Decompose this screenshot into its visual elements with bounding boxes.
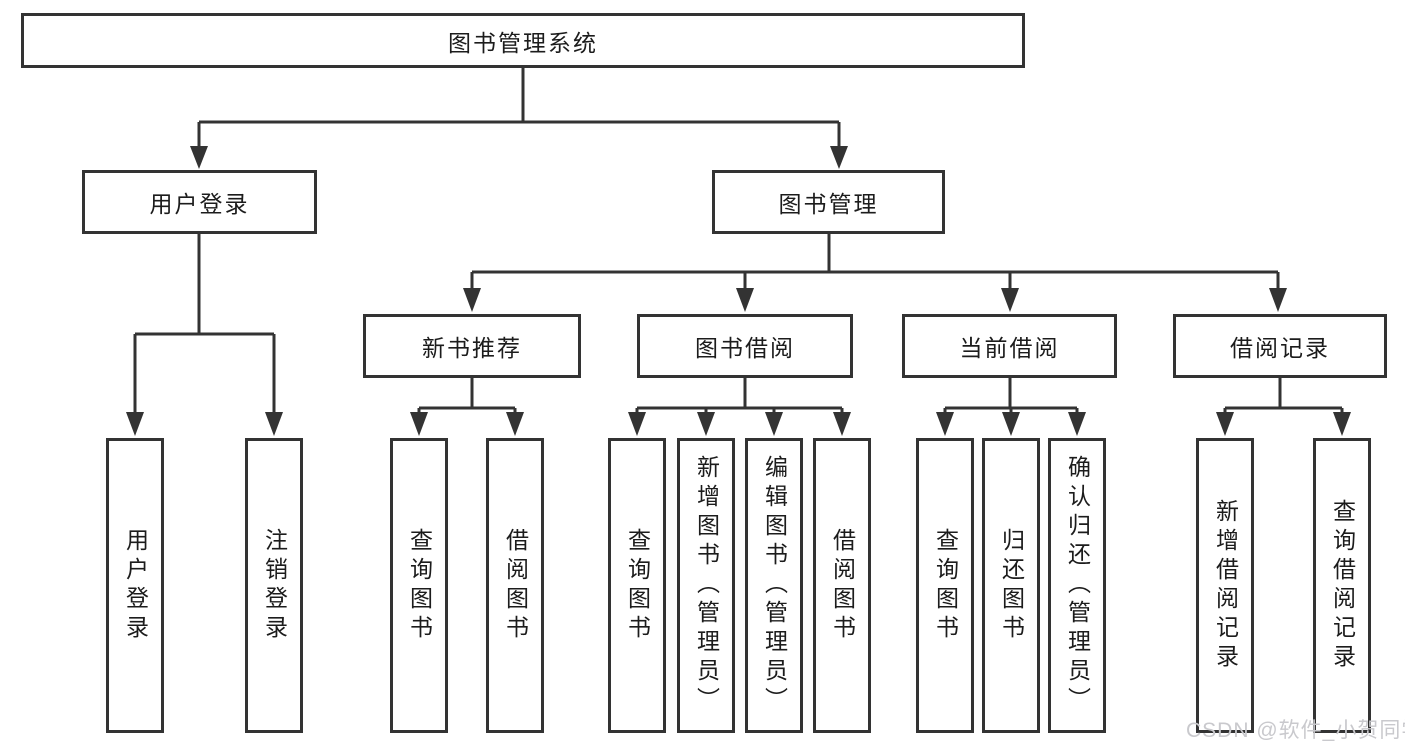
leaf-label: 新增图书（管理员） — [693, 455, 720, 716]
node-current-borrow: 当前借阅 — [902, 314, 1117, 378]
leaf-confirm-return-admin: 确认归还（管理员） — [1048, 438, 1106, 733]
node-label: 当前借阅 — [959, 335, 1060, 361]
leaf-label: 查询图书 — [406, 527, 433, 644]
leaf-label: 编辑图书（管理员） — [761, 455, 788, 716]
node-book-borrow: 图书借阅 — [637, 314, 853, 378]
leaf-label: 归还图书 — [998, 527, 1025, 644]
leaf-edit-book-admin: 编辑图书（管理员） — [745, 438, 803, 733]
node-book-management: 图书管理 — [712, 170, 945, 234]
node-label: 图书管理系统 — [448, 29, 598, 56]
node-user-login: 用户登录 — [82, 170, 317, 234]
leaf-label: 查询借阅记录 — [1329, 498, 1356, 673]
node-root: 图书管理系统 — [21, 13, 1025, 68]
leaf-return-book: 归还图书 — [982, 438, 1040, 733]
leaf-label: 查询图书 — [932, 527, 959, 644]
leaf-user-login: 用户登录 — [106, 438, 164, 733]
leaf-logout: 注销登录 — [245, 438, 303, 733]
leaf-label: 新增借阅记录 — [1212, 498, 1239, 673]
leaf-query-books-recommend: 查询图书 — [390, 438, 448, 733]
leaf-add-book-admin: 新增图书（管理员） — [677, 438, 735, 733]
node-label: 图书借阅 — [695, 335, 795, 361]
leaf-borrow-books-recommend: 借阅图书 — [486, 438, 544, 733]
leaf-borrow-books-borrow: 借阅图书 — [813, 438, 871, 733]
node-label: 新书推荐 — [422, 335, 522, 361]
leaf-query-borrow-record: 查询借阅记录 — [1313, 438, 1371, 733]
leaf-label: 注销登录 — [261, 527, 288, 644]
leaf-label: 借阅图书 — [829, 527, 856, 644]
node-label: 借阅记录 — [1230, 335, 1330, 361]
leaf-label: 用户登录 — [122, 527, 149, 644]
leaf-label: 确认归还（管理员） — [1064, 455, 1091, 716]
leaf-label: 借阅图书 — [502, 527, 529, 644]
node-label: 图书管理 — [778, 191, 879, 217]
leaf-add-borrow-record: 新增借阅记录 — [1196, 438, 1254, 733]
leaf-query-books-current: 查询图书 — [916, 438, 974, 733]
node-borrow-records: 借阅记录 — [1173, 314, 1387, 378]
node-new-book-recommend: 新书推荐 — [363, 314, 581, 378]
leaf-query-books-borrow: 查询图书 — [608, 438, 666, 733]
leaf-label: 查询图书 — [624, 527, 651, 644]
csdn-watermark: CSDN @软件_小贺同学 — [1186, 719, 1405, 742]
node-label: 用户登录 — [149, 191, 250, 217]
